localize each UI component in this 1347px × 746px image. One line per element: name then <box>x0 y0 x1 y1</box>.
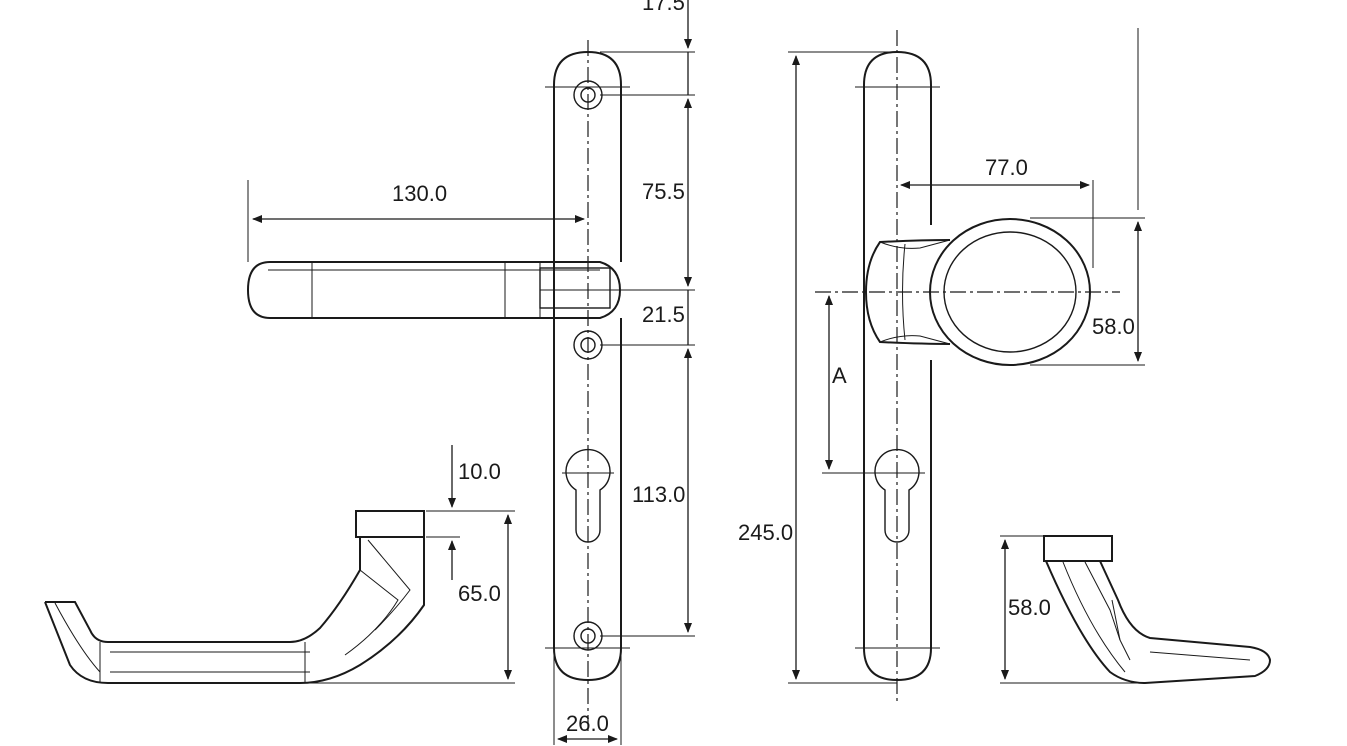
dim-handle-to-hole: 21.5 <box>600 289 695 346</box>
knob-side-view <box>1043 535 1272 685</box>
lever-handle-side <box>44 510 425 684</box>
dim-plate-length: 245.0 <box>738 51 897 684</box>
cylinder-cutout-right <box>822 448 925 543</box>
label-knob-height: 58.0 <box>1092 314 1135 339</box>
label-knob-side-projection: 58.0 <box>1008 595 1051 620</box>
label-lever-projection: 65.0 <box>458 581 501 606</box>
dim-rose-step: 10.0 <box>426 445 515 580</box>
label-top-offset: 17.5 <box>642 0 685 15</box>
lever-handle-front <box>246 261 622 319</box>
label-lever-length: 130.0 <box>392 181 447 206</box>
label-rose-step: 10.0 <box>458 459 501 484</box>
dim-knob-height: 58.0 <box>1030 28 1145 366</box>
dim-top-offset: 17.5 <box>600 0 695 96</box>
dim-lever-projection: 65.0 <box>300 514 515 684</box>
label-plate-width: 26.0 <box>566 711 609 736</box>
dim-hole-to-bottom-hole: 113.0 <box>600 348 695 637</box>
dim-plate-width: 26.0 <box>553 650 622 745</box>
label-center-to-cylinder: A <box>832 363 847 388</box>
cylinder-cutout-left <box>562 448 614 543</box>
dim-lever-length: 130.0 <box>247 180 585 262</box>
label-plate-length: 245.0 <box>738 520 793 545</box>
dim-knob-side-projection: 58.0 <box>1000 535 1145 684</box>
label-hole-to-bottom-hole: 113.0 <box>632 482 685 507</box>
dim-knob-offset: 77.0 <box>900 155 1094 268</box>
dim-center-to-cylinder: A <box>825 295 847 470</box>
knob-backplate <box>855 50 940 682</box>
label-handle-to-hole: 21.5 <box>642 302 685 327</box>
label-hole-to-handle: 75.5 <box>642 179 685 204</box>
dim-hole-to-handle: 75.5 <box>642 98 692 287</box>
label-knob-offset: 77.0 <box>985 155 1028 180</box>
